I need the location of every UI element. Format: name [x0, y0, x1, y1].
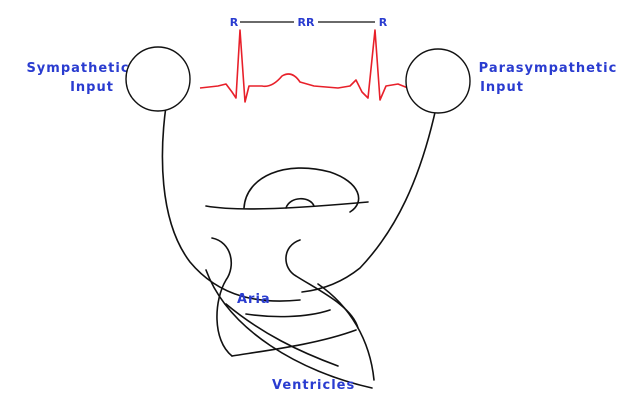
- parasympathetic-nerve-fiber: [302, 108, 436, 292]
- atrial-floor-line: [246, 310, 330, 317]
- parasympathetic-label-line2: Input: [480, 80, 524, 95]
- heart-outline: [206, 168, 374, 388]
- right-atrium-line: [212, 238, 232, 356]
- r-peak-right-label: R: [379, 16, 388, 29]
- sympathetic-input-node: [126, 47, 190, 111]
- r-peak-left-label: R: [230, 16, 239, 29]
- ventricle-inner-line: [232, 330, 356, 356]
- aortic-arch-line: [244, 168, 359, 212]
- left-atrium-line: [286, 240, 358, 328]
- ventricle-right-wall-line: [318, 284, 374, 380]
- parasympathetic-label-line1: Parasympathetic: [479, 61, 618, 76]
- sympathetic-nerve-fiber: [162, 106, 300, 301]
- rr-interval-bracket: R RR R: [230, 16, 388, 29]
- sympathetic-label-line1: Sympathetic: [26, 61, 129, 76]
- atria-label: Aria: [237, 292, 271, 307]
- ventricles-label: Ventricles: [272, 378, 355, 393]
- ventricle-outline-line: [206, 270, 372, 388]
- ecg-trace: [200, 30, 408, 102]
- rr-interval-label: RR: [298, 16, 315, 29]
- sympathetic-label-line2: Input: [70, 80, 114, 95]
- parasympathetic-input-node: [406, 49, 470, 113]
